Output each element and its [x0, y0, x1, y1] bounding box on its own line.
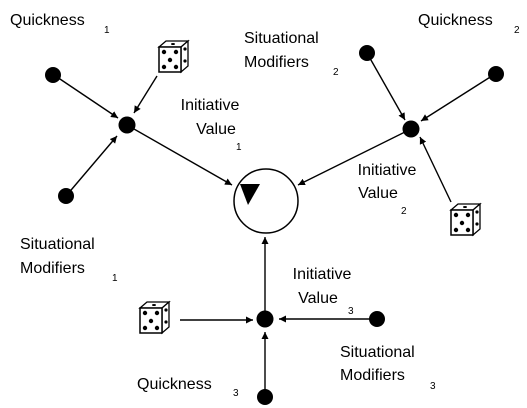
situational-label-2b: Modifiers	[244, 54, 309, 71]
situational-label-3b: Modifiers	[340, 367, 405, 384]
quickness-node-3	[257, 389, 273, 405]
hub-node-3	[256, 310, 274, 328]
initiative-label-1b: Value	[196, 121, 236, 138]
situational-node-1	[58, 188, 74, 204]
initiative-label-2b: Value	[358, 185, 398, 202]
quickness-sub-3: 3	[233, 388, 239, 399]
edge-situational-1	[65, 135, 118, 197]
quickness-label-2: Quickness	[418, 12, 493, 29]
quickness-label-1: Quickness	[10, 12, 85, 29]
edge-die-2	[419, 136, 452, 203]
die-five-icon	[139, 301, 170, 334]
initiative-label-2a: Initiative	[358, 162, 417, 179]
situational-label-3a: Situational	[340, 344, 415, 361]
initiative-label-1a: Initiative	[181, 97, 240, 114]
situational-sub-1: 1	[112, 273, 118, 284]
situational-node-3	[369, 311, 385, 327]
situational-label-1a: Situational	[20, 236, 95, 253]
quickness-node-1	[45, 67, 61, 83]
edge-hub2-center	[297, 128, 412, 186]
hub-node-1	[118, 116, 136, 134]
quickness-node-2	[488, 66, 504, 82]
group-2: Quickness 2 Situational Modifiers 2 Init…	[244, 12, 520, 236]
quickness-sub-2: 2	[514, 25, 520, 36]
hub-node-2	[402, 120, 420, 138]
die-five-icon	[158, 40, 189, 73]
group-3: Initiative Value 3 Situational Modifiers…	[137, 266, 436, 405]
die-five-icon	[450, 203, 481, 236]
situational-label-1b: Modifiers	[20, 260, 85, 277]
situational-label-2a: Situational	[244, 30, 319, 47]
edge-quickness-2	[420, 73, 496, 122]
edge-quickness-1	[53, 74, 119, 119]
quickness-sub-1: 1	[104, 25, 110, 36]
edge-situational-2	[366, 52, 406, 121]
initiative-sub-2: 2	[401, 206, 407, 217]
situational-sub-3: 3	[430, 381, 436, 392]
situational-node-2	[359, 45, 375, 61]
initiative-sub-3: 3	[348, 306, 354, 317]
edge-hub1-center	[126, 124, 233, 186]
situational-sub-2: 2	[333, 67, 339, 78]
quickness-label-3: Quickness	[137, 376, 212, 393]
play-triangle-icon	[240, 184, 260, 205]
initiative-label-3a: Initiative	[293, 266, 352, 283]
group-1: Quickness 1 Initiative Value 1 Situation…	[10, 12, 242, 284]
initiative-sub-1: 1	[236, 142, 242, 153]
initiative-label-3b: Value	[298, 290, 338, 307]
edge-die-1	[133, 75, 158, 114]
center-node	[233, 168, 299, 234]
